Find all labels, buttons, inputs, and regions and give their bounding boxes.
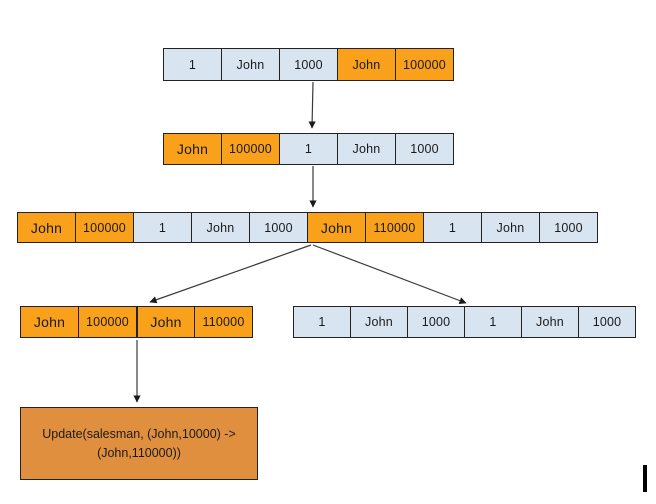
table-cell: 1000 [279, 48, 338, 81]
arrow-row1-to-row2 [308, 81, 316, 129]
table-cell: John [481, 212, 540, 243]
table-cell: 1000 [407, 306, 465, 338]
arrow-row3-to-orange-split [149, 244, 312, 304]
table-cell: 1 [133, 212, 192, 243]
table-cell: 1000 [249, 212, 308, 243]
table-cell: 100000 [75, 212, 134, 243]
table-cell: John [337, 133, 396, 165]
table-cell: 1000 [578, 306, 636, 338]
table-cell: 110000 [365, 212, 424, 243]
table-cell: John [136, 306, 195, 338]
table-cell: John [350, 306, 408, 338]
table-cell: 1 [464, 306, 522, 338]
table-cell: John [221, 48, 280, 81]
table-cell: John [307, 212, 366, 243]
table-cell: 1000 [395, 133, 454, 165]
update-operation-line2: (John,110000)) [97, 445, 181, 460]
table-cell: 1 [293, 306, 351, 338]
table-cell: 1000 [539, 212, 598, 243]
table-cell: John [191, 212, 250, 243]
update-operation-box: Update(salesman, (John,10000) -> (John,1… [20, 407, 258, 480]
table-cell: 110000 [194, 306, 253, 338]
table-cell: John [17, 212, 76, 243]
update-operation-line1: Update(salesman, (John,10000) -> [42, 427, 236, 442]
text-cursor [643, 465, 647, 492]
table-cell: John [163, 133, 222, 165]
table-cell: John [337, 48, 396, 81]
table-cell: 1 [163, 48, 222, 81]
table-cell: 1 [423, 212, 482, 243]
table-cell: 1 [279, 133, 338, 165]
table-cell: John [521, 306, 579, 338]
table-cell: 100000 [221, 133, 280, 165]
table-cell: 100000 [395, 48, 454, 81]
arrow-row3-to-blue-split [312, 244, 467, 305]
table-cell: John [20, 306, 79, 338]
table-cell: 100000 [78, 306, 137, 338]
